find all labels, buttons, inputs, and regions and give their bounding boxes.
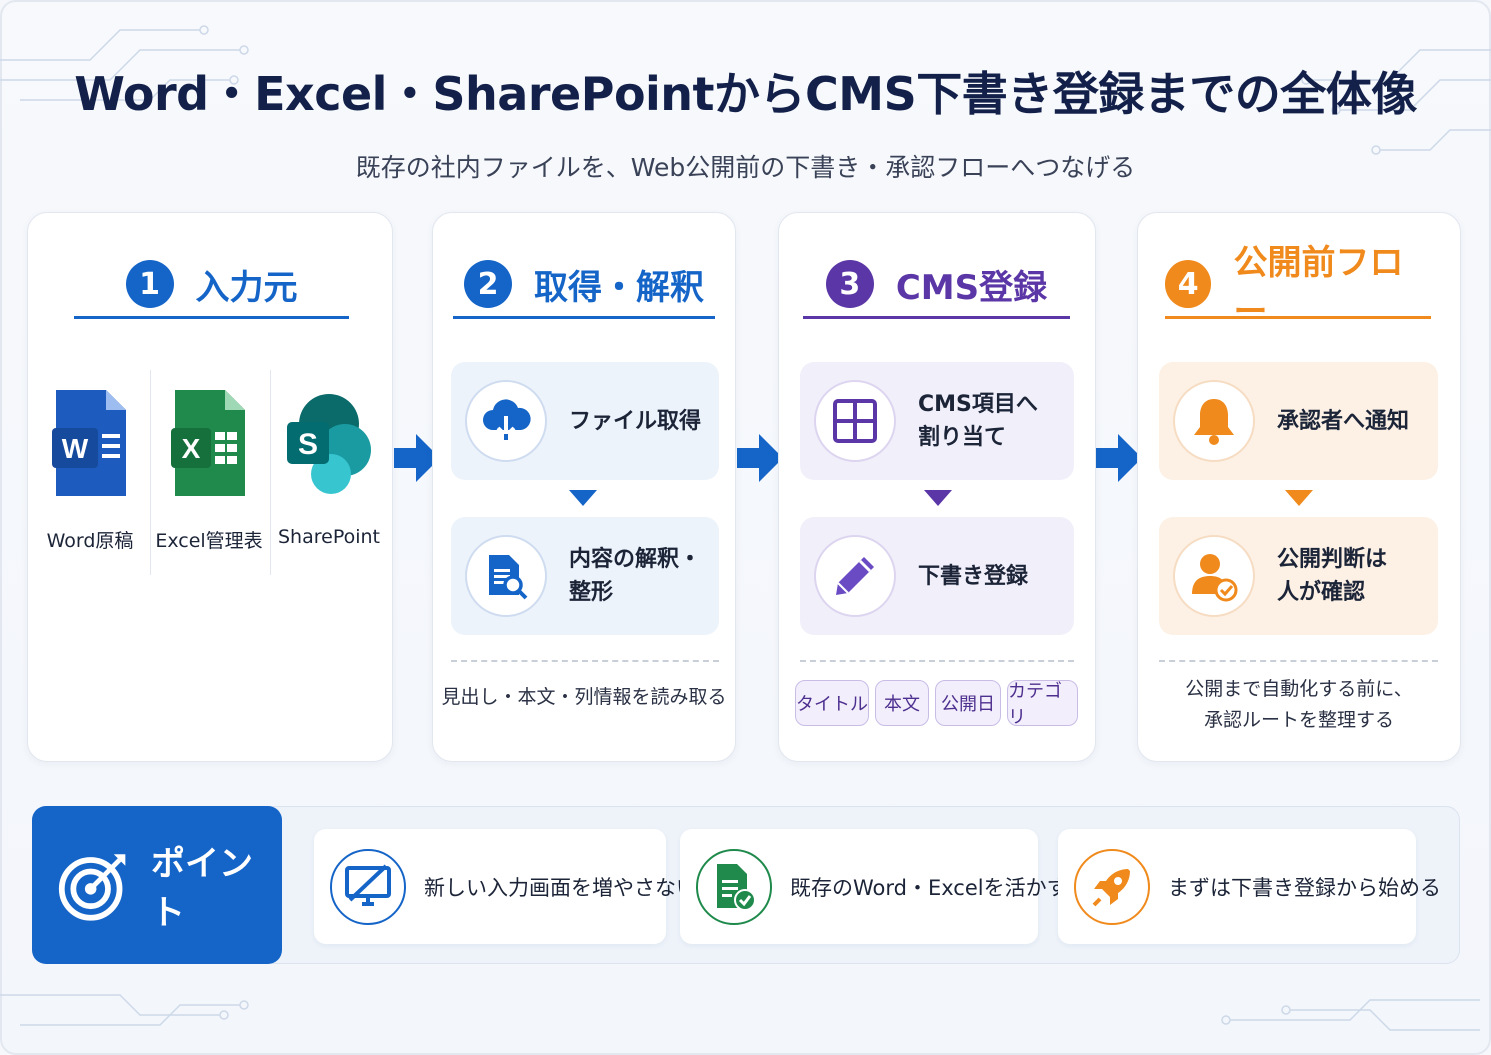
flow-arrow-icon [394,434,440,482]
word-icon: W [52,390,126,496]
file-item-word: W Word原稿 [31,388,149,553]
step-title: 入力元 [195,267,298,308]
step-item-text: 下書き登録 [918,563,1029,589]
excel-icon: X [171,390,245,496]
card-header-fetch-parse: 2 取得・解釈 [453,248,715,320]
step-number-badge: 4 [1165,260,1212,308]
bell-icon [1194,399,1234,445]
card-header-cms-register: 3 CMS登録 [803,248,1070,320]
file-item-sharepoint: S SharePoint [270,388,388,548]
step-item-text-line: 割り当て [918,425,1007,450]
step-item-text: 内容の解釈・整形 [569,547,702,605]
step-number-badge: 3 [825,260,874,308]
step-item-draft-register: 下書き登録 [800,517,1074,635]
step-item-text: CMS項目へ 割り当て [918,388,1038,454]
step-note: 見出し・本文・列情報を読み取る [441,686,727,708]
card-header-input-source: 1 入力元 [74,248,349,320]
step-underline [803,316,1070,319]
step-item-file-fetch: ファイル取得 [451,362,719,480]
down-arrow-icon [924,490,952,506]
cms-field-tag: タイトル [795,680,869,726]
points-label: ポイント [151,844,254,933]
step-item-parse: 内容の解釈・整形 [451,517,719,635]
cms-field-tag: 本文 [875,680,929,726]
page-subtitle: 既存の社内ファイルを、Web公開前の下書き・承認フローへつなげる [355,153,1136,182]
icon-circle [465,380,547,462]
points-label-block: ポイント [32,806,282,964]
icon-circle [1173,380,1255,462]
step-item-text-line: 人が確認 [1277,580,1366,605]
step-title: CMS登録 [895,267,1048,308]
step-item-text: ファイル取得 [569,408,702,434]
separator [150,370,151,575]
icon-circle [330,848,406,925]
file-label-excel: Excel管理表 [155,530,263,552]
step-item-text: 公開判断は 人が確認 [1277,543,1387,609]
point-card-reuse-files: 既存のWord・Excelを活かす [680,829,1068,944]
icon-circle [814,535,896,617]
flow-arrow-icon [737,434,783,482]
cms-field-tag: カテゴリ [1007,680,1078,728]
down-arrow-icon [1285,490,1313,506]
pencil-icon [836,557,874,595]
svg-text:W: W [62,433,89,464]
separator [270,370,271,575]
monitor-slash-icon [345,864,391,906]
page-title: Word・Excel・SharePointからCMS下書き登録までの全体像 [74,67,1417,121]
svg-text:S: S [298,428,318,461]
sharepoint-icon: S [287,394,371,494]
grid-icon [833,399,877,443]
icon-circle [1173,535,1255,617]
step-item-text-line: 公開判断は [1277,547,1388,572]
file-label-sharepoint: SharePoint [277,526,380,548]
point-text: 新しい入力画面を増やさない [424,875,697,900]
step-item-cms-mapping: CMS項目へ 割り当て [800,362,1074,480]
step-item-text: 承認者へ通知 [1277,408,1410,434]
step-title: 取得・解釈 [534,267,704,308]
step-title: 公開前フロー [1233,243,1404,332]
icon-circle [696,848,772,925]
step-note-line: 承認ルートを整理する [1203,709,1394,732]
svg-text:X: X [182,433,201,464]
file-item-excel: X Excel管理表 [150,388,268,553]
flow-arrow-icon [1096,434,1142,482]
point-card-start-with-draft: まずは下書き登録から始める [1058,829,1441,944]
document-check-icon [717,863,756,911]
user-check-icon [1192,554,1238,602]
step-item-notify-approver: 承認者へ通知 [1159,362,1438,480]
target-icon [58,854,126,921]
step-number-badge: 1 [125,260,174,308]
point-card-no-new-screen: 新しい入力画面を増やさない [314,829,697,944]
down-arrow-icon [569,490,597,506]
step-underline [74,316,349,319]
step-note: 公開まで自動化する前に、 承認ルートを整理する [1137,674,1461,737]
icon-circle [814,380,896,462]
file-label-word: Word原稿 [46,530,134,552]
point-text: まずは下書き登録から始める [1168,875,1441,900]
step-underline [1165,316,1431,319]
step-number-badge: 2 [464,260,512,308]
step-note-line: 公開まで自動化する前に、 [1185,678,1413,700]
icon-circle [1074,848,1150,925]
card-header-prepublish-flow: 4 公開前フロー [1165,243,1431,332]
point-text: 既存のWord・Excelを活かす [790,875,1068,900]
step-underline [453,316,715,319]
divider [1159,660,1438,662]
icon-circle [465,535,547,617]
document-search-icon [489,555,528,600]
divider [800,660,1074,662]
rocket-icon [1092,868,1130,906]
cloud-download-icon [483,399,531,440]
divider [451,660,719,662]
card-cms-register [778,212,1096,762]
step-item-text-line: CMS項目へ [918,392,1038,417]
cms-field-tag: 公開日 [935,680,1001,726]
step-item-human-check: 公開判断は 人が確認 [1159,517,1438,635]
